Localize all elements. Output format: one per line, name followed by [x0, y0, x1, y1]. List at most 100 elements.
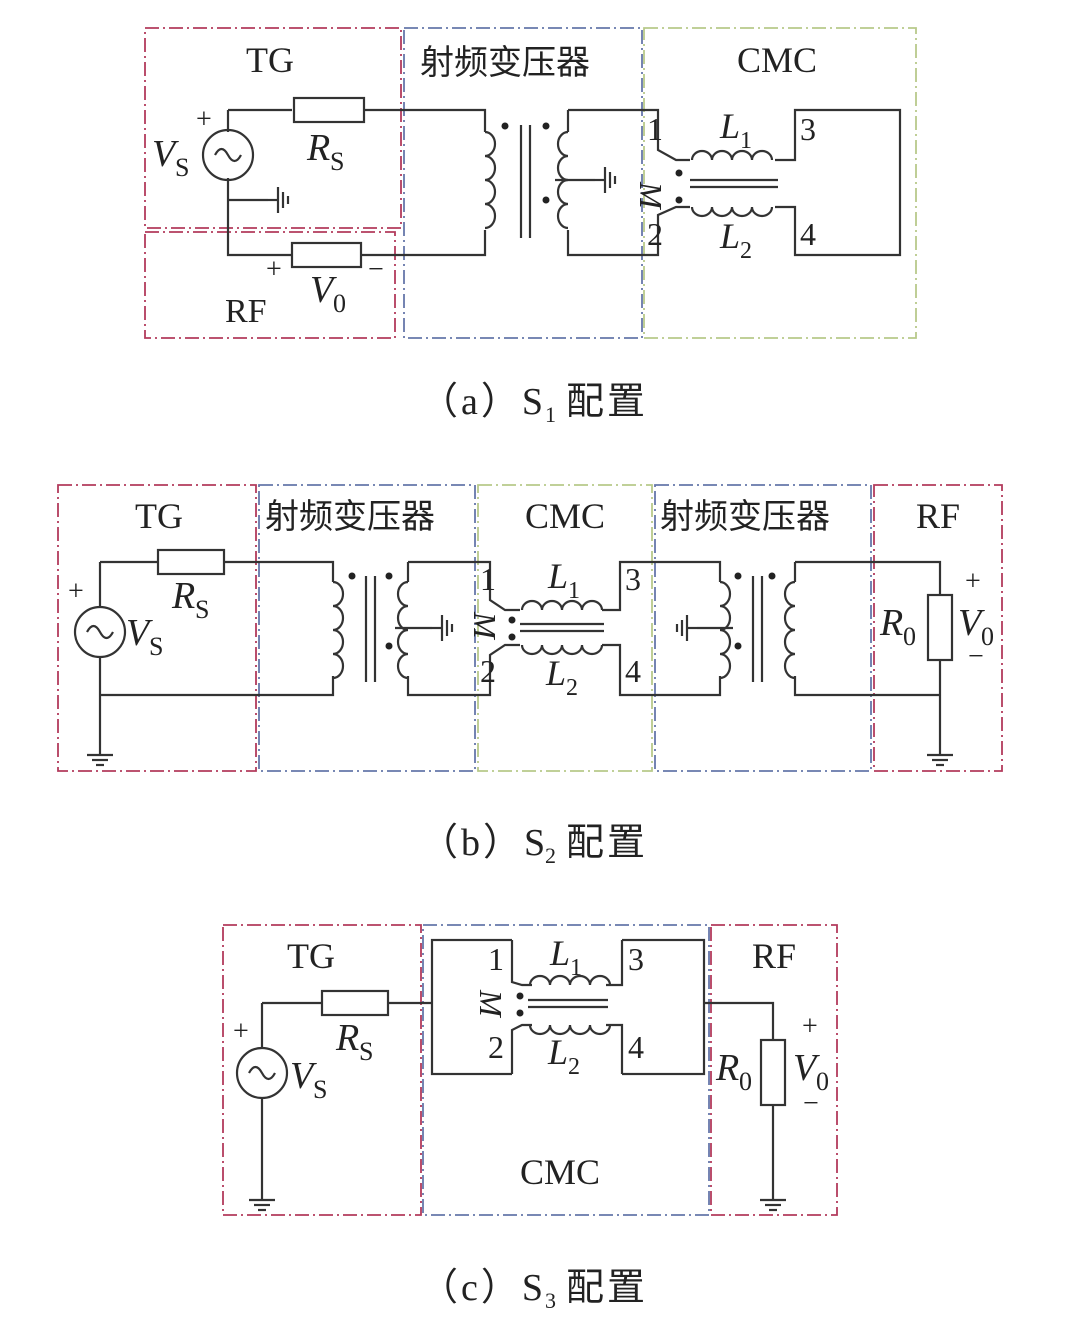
caption-a: （a）S 1 配置 — [420, 381, 645, 427]
transformer-1-secondary-coil — [396, 580, 410, 680]
cmc-box — [477, 484, 653, 772]
label-v0-minus: − — [803, 1088, 819, 1119]
figure-c: TG RF CMC + V S R S 1 2 3 4 L 1 L — [222, 924, 838, 1313]
label-rs-sub: S — [330, 147, 344, 176]
label-rs: R — [171, 575, 195, 617]
label-r0-sub: 0 — [739, 1067, 752, 1096]
ac-source-icon — [235, 1046, 289, 1100]
label-rs-sub: S — [359, 1037, 373, 1066]
label-rf: RF — [916, 496, 960, 536]
label-transformer: 射频变压器 — [420, 44, 590, 82]
wires — [226, 108, 902, 257]
ground-icon — [593, 165, 617, 195]
label-vs-sub: S — [149, 632, 163, 661]
resistor-r0 — [759, 1038, 787, 1107]
svg-text:2: 2 — [545, 843, 556, 868]
port-2: 2 — [480, 653, 496, 689]
port-1: 1 — [647, 111, 663, 147]
transformer-box-1 — [258, 484, 476, 772]
label-rs-sub: S — [195, 595, 209, 624]
ground-icon — [925, 743, 955, 767]
transformer-box-2 — [654, 484, 872, 772]
label-transformer-1: 射频变压器 — [265, 498, 435, 536]
label-v0-sub: 0 — [816, 1067, 829, 1096]
ground-icon — [758, 1188, 788, 1212]
port-1: 1 — [480, 561, 496, 597]
label-v0-sub: 0 — [981, 622, 994, 651]
ground-icon — [430, 613, 454, 643]
port-3: 3 — [800, 111, 816, 147]
label-m: M — [633, 181, 669, 211]
transformer-primary-coil — [483, 130, 497, 230]
cmc-coil-l2 — [690, 205, 774, 218]
resistor-r0 — [926, 593, 954, 662]
label-l2: L — [545, 653, 566, 693]
label-v0-sub: 0 — [333, 289, 346, 318]
label-l2-sub: 2 — [568, 1054, 580, 1080]
svg-text:3: 3 — [545, 1288, 556, 1313]
svg-text:配置: 配置 — [566, 822, 648, 864]
label-r0-sub: 0 — [903, 622, 916, 651]
caption-b: （b）S 2 配置 — [420, 822, 648, 868]
label-m: M — [473, 989, 509, 1019]
label-rs: R — [306, 127, 330, 169]
ac-source-icon — [201, 128, 255, 182]
port-4: 4 — [625, 653, 641, 689]
cmc-coil-l1 — [520, 599, 604, 612]
label-cmc: CMC — [525, 496, 605, 536]
svg-text:配置: 配置 — [566, 1267, 648, 1309]
ac-source-icon — [73, 605, 127, 659]
label-vs: V — [126, 612, 153, 654]
label-v0-plus: + — [266, 254, 282, 285]
svg-text:（c）S: （c）S — [420, 1267, 546, 1309]
label-vs: V — [290, 1055, 317, 1097]
resistor-rf — [290, 241, 363, 269]
label-tg: TG — [246, 40, 294, 80]
ground-icon — [85, 743, 115, 767]
port-4: 4 — [800, 216, 816, 252]
label-v0: V — [958, 602, 985, 644]
tg-box — [57, 484, 257, 772]
label-rf: RF — [225, 293, 267, 330]
label-rf: RF — [752, 936, 796, 976]
label-l2-sub: 2 — [566, 675, 578, 701]
label-l1-sub: 1 — [568, 578, 580, 604]
port-4: 4 — [628, 1029, 644, 1065]
ground-icon — [266, 185, 290, 215]
label-cmc: CMC — [737, 40, 817, 80]
resistor-rs — [156, 548, 226, 576]
cmc-box — [643, 27, 917, 339]
label-l2-sub: 2 — [740, 238, 752, 264]
port-1: 1 — [488, 941, 504, 977]
transformer-2-secondary-coil — [783, 580, 797, 680]
label-l2: L — [719, 216, 740, 256]
label-l1: L — [549, 933, 570, 973]
resistor-rs — [320, 989, 390, 1017]
port-2: 2 — [488, 1029, 504, 1065]
port-3: 3 — [625, 561, 641, 597]
label-plus: + — [68, 576, 84, 607]
label-v0-minus: − — [968, 641, 984, 672]
port-2: 2 — [647, 216, 663, 252]
label-r0: R — [715, 1047, 739, 1089]
svg-text:（b）S: （b）S — [420, 822, 548, 864]
figure-b: TG 射频变压器 CMC 射频变压器 RF — [57, 484, 1003, 868]
tg-box — [222, 924, 422, 1216]
label-tg: TG — [287, 936, 335, 976]
rf-box — [873, 484, 1003, 772]
tg-box — [144, 27, 402, 229]
transformer-2-primary-coil — [718, 580, 732, 680]
figure-a: TG 射频变压器 CMC RF V S — [144, 27, 917, 427]
label-rs: R — [335, 1017, 359, 1059]
ground-icon — [675, 613, 699, 643]
label-l1-sub: 1 — [570, 955, 582, 981]
svg-text:（a）S: （a）S — [420, 381, 546, 423]
label-plus: + — [233, 1016, 249, 1047]
port-3: 3 — [628, 941, 644, 977]
wires — [98, 560, 942, 745]
transformer-1-primary-coil — [331, 580, 345, 680]
label-v0-minus: − — [368, 254, 384, 285]
label-plus: + — [196, 104, 212, 135]
label-vs: V — [152, 133, 179, 175]
